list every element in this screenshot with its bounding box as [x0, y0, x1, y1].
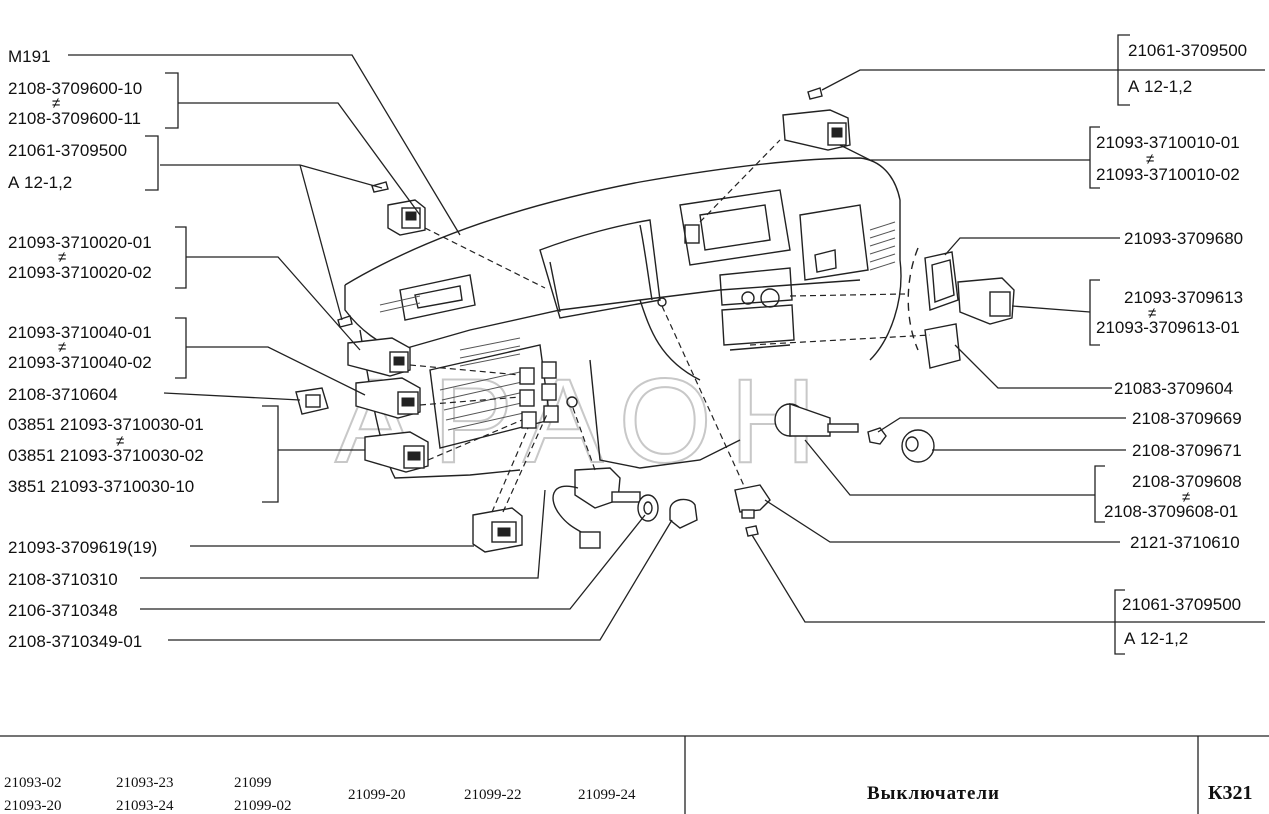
label-2121-3710610: 2121-3710610: [1130, 533, 1240, 552]
not-equal-mark: ≠: [1182, 489, 1190, 506]
footer-model: 21093-23: [116, 775, 174, 791]
page-code: К321: [1208, 782, 1253, 804]
label-2108-3709600-11: 2108-3709600-11: [8, 109, 141, 128]
leader-lines: [68, 54, 1126, 641]
label-21093-3709613-01: 21093-3709613-01: [1096, 318, 1240, 337]
label-a12-1-2-top: А 12-1,2: [1128, 77, 1192, 96]
not-equal-mark: ≠: [58, 339, 66, 356]
footer-model: 21093-02: [4, 775, 62, 791]
footer-model: 21093-24: [116, 798, 174, 814]
label-21061-3709500-top: 21061-3709500: [1128, 41, 1247, 60]
label-2108-3709671: 2108-3709671: [1132, 441, 1242, 460]
label-2108-3709608-01: 2108-3709608-01: [1104, 502, 1238, 521]
not-equal-mark: ≠: [58, 249, 66, 266]
label-2108-3710310: 2108-3710310: [8, 570, 118, 589]
page-title: Выключатели: [867, 783, 1000, 804]
label-3851-21093-3710030-10: 3851 21093-3710030-10: [8, 477, 194, 496]
label-21093-3710040-01: 21093-3710040-01: [8, 323, 152, 342]
label-21083-3709604: 21083-3709604: [1114, 379, 1233, 398]
not-equal-mark: ≠: [1146, 151, 1154, 168]
label-21093-3709613: 21093-3709613: [1124, 288, 1243, 307]
footer-model: 21099-20: [348, 787, 406, 803]
label-21061-3709500: 21061-3709500: [8, 141, 127, 160]
label-21061-3709500-bottom: 21061-3709500: [1122, 595, 1241, 614]
label-2106-3710348: 2106-3710348: [8, 601, 118, 620]
label-a12-1-2-bottom: А 12-1,2: [1124, 629, 1188, 648]
label-21093-3710010-02: 21093-3710010-02: [1096, 165, 1240, 184]
label-21093-3710040-02: 21093-3710040-02: [8, 353, 152, 372]
footer-model: 21099-22: [464, 787, 522, 803]
footer-model: 21099-02: [234, 798, 292, 814]
label-21093-3709680: 21093-3709680: [1124, 229, 1243, 248]
label-2108-3710349-01: 2108-3710349-01: [8, 632, 142, 651]
dashed-connectors: [409, 139, 931, 513]
label-2108-3710604: 2108-3710604: [8, 385, 118, 404]
bracket-groups: [145, 34, 1265, 655]
label-2108-3709669: 2108-3709669: [1132, 409, 1242, 428]
footer-model: 21093-20: [4, 798, 62, 814]
footer-model: 21099: [234, 775, 272, 791]
component-illustrations: [295, 87, 1015, 553]
footer: 21093-02 21093-20 21093-23 21093-24 2109…: [0, 735, 1269, 814]
label-03851-21093-3710030-02: 03851 21093-3710030-02: [8, 446, 204, 465]
label-21093-3709619-19: 21093-3709619(19): [8, 538, 157, 557]
label-03851-21093-3710030-01: 03851 21093-3710030-01: [8, 415, 204, 434]
label-21093-3710010-01: 21093-3710010-01: [1096, 133, 1240, 152]
label-a12-1-2: А 12-1,2: [8, 173, 72, 192]
dashboard-illustration: [344, 157, 902, 479]
part-labels: М191 2108-3709600-10 ≠ 2108-3709600-11 2…: [8, 41, 1247, 651]
not-equal-mark: ≠: [1148, 305, 1156, 322]
label-21093-3710020-01: 21093-3710020-01: [8, 233, 152, 252]
label-m191: М191: [8, 47, 51, 66]
label-2108-3709600-10: 2108-3709600-10: [8, 79, 142, 98]
not-equal-mark: ≠: [52, 95, 60, 112]
footer-model: 21099-24: [578, 787, 636, 803]
label-21093-3710020-02: 21093-3710020-02: [8, 263, 152, 282]
not-equal-mark: ≠: [116, 433, 124, 450]
label-2108-3709608: 2108-3709608: [1132, 472, 1242, 491]
